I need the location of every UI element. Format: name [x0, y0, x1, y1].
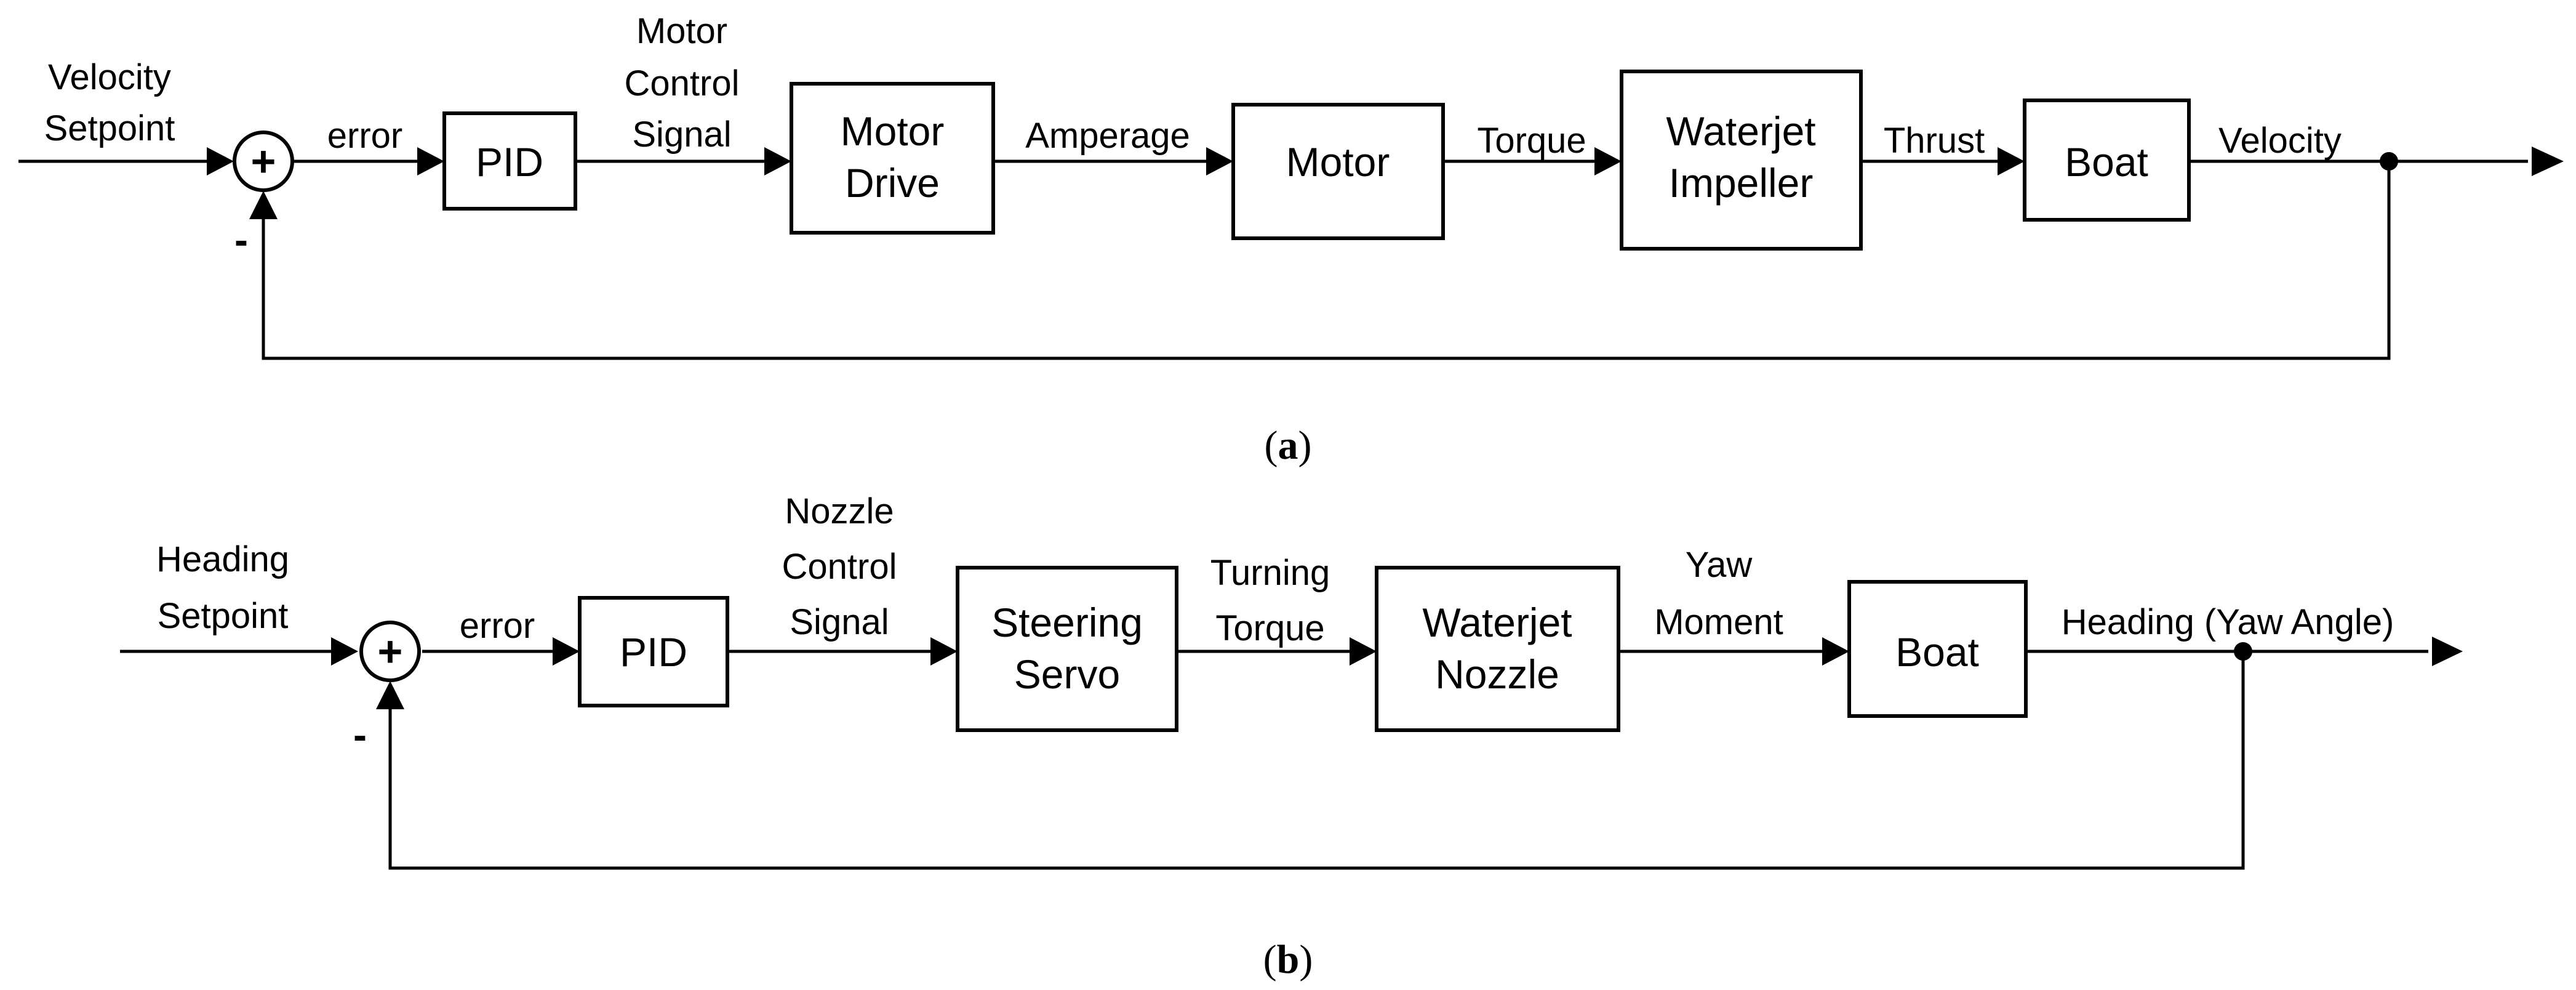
- arrow-a-control: [764, 147, 791, 175]
- caption-b: (b): [1263, 937, 1313, 982]
- block-a-pid-label: PID: [476, 139, 543, 185]
- arrow-a-thrust: [1998, 147, 2025, 175]
- signal-a-amperage: Amperage: [1025, 116, 1190, 156]
- block-a-waterjet-impeller-label-2: Impeller: [1669, 160, 1814, 206]
- block-a-pid: [442, 111, 577, 211]
- junction-b: [2234, 642, 2252, 661]
- arrow-a-error: [417, 147, 444, 175]
- signal-b-setpoint-2: Setpoint: [158, 596, 289, 636]
- wire-a-feedback: [262, 161, 2391, 360]
- arrow-b-control: [930, 637, 958, 666]
- block-a-motor-drive: [790, 82, 995, 235]
- signal-b-moment-2: Moment: [1654, 602, 1783, 642]
- signal-a-setpoint-2: Setpoint: [44, 108, 175, 148]
- arrow-b-setpoint: [331, 637, 358, 666]
- block-b-pid: [578, 596, 729, 707]
- sum-b-minus: -: [353, 712, 367, 757]
- signal-a-torque: Torque: [1477, 121, 1586, 161]
- block-b-steering-servo-label-1: Steering: [991, 600, 1143, 645]
- arrow-b-output: [2432, 637, 2463, 666]
- block-a-waterjet-impeller-label-1: Waterjet: [1666, 108, 1815, 154]
- block-a-motor: [1231, 103, 1445, 240]
- arrow-b-feedback: [376, 681, 404, 709]
- signal-b-torque-2: Torque: [1215, 608, 1324, 648]
- diagram-b: + - PID Steering Servo Waterjet Nozzle B…: [120, 491, 2463, 982]
- arrow-a-output: [2532, 147, 2564, 176]
- arrow-a-feedback: [249, 191, 278, 219]
- signal-a-thrust: Thrust: [1884, 121, 1985, 161]
- wire-b-feedback: [388, 651, 2245, 870]
- sum-a-minus: -: [234, 217, 248, 262]
- block-b-steering-servo: [956, 566, 1178, 732]
- block-b-steering-servo-label-2: Servo: [1014, 651, 1120, 697]
- caption-a-letter: a: [1278, 423, 1298, 468]
- diagram-a: + - PID Motor Drive Motor Waterjet Impel…: [18, 11, 2564, 468]
- signal-b-control-2: Control: [782, 547, 897, 587]
- arrow-b-error: [553, 637, 580, 666]
- signal-a-control-1: Motor: [636, 11, 727, 51]
- signal-a-output: Velocity: [2218, 121, 2342, 161]
- block-a-boat-label: Boat: [2065, 139, 2148, 185]
- signal-b-setpoint-1: Heading: [156, 539, 289, 579]
- arrow-a-amperage: [1206, 147, 1233, 175]
- sum-junction-a: [233, 131, 294, 192]
- signal-b-control-3: Signal: [790, 602, 889, 642]
- sum-a-plus: +: [251, 137, 276, 185]
- caption-a: (a): [1265, 423, 1312, 468]
- block-a-waterjet-impeller: [1620, 70, 1863, 251]
- block-a-motor-drive-label-1: Motor: [841, 108, 945, 154]
- signal-b-moment-1: Yaw: [1686, 545, 1753, 585]
- block-b-pid-label: PID: [620, 629, 687, 675]
- arrow-a-setpoint: [207, 147, 234, 175]
- signal-b-control-1: Nozzle: [785, 491, 894, 531]
- block-b-waterjet-nozzle-label-1: Waterjet: [1422, 600, 1572, 645]
- signal-b-error: error: [460, 606, 535, 646]
- block-a-boat: [2023, 99, 2191, 222]
- block-a-motor-drive-label-2: Drive: [845, 160, 940, 206]
- block-b-boat: [1847, 580, 2028, 718]
- signal-b-output: Heading (Yaw Angle): [2062, 602, 2394, 642]
- signal-a-setpoint-1: Velocity: [48, 57, 171, 97]
- signal-b-torque-1: Turning: [1210, 553, 1330, 593]
- arrow-b-moment: [1822, 637, 1849, 666]
- sum-junction-b: [359, 621, 421, 682]
- sum-b-plus: +: [378, 627, 403, 675]
- signal-a-control-3: Signal: [632, 115, 731, 155]
- junction-a: [2380, 152, 2398, 171]
- caption-b-letter: b: [1277, 937, 1300, 982]
- signal-a-error: error: [327, 116, 402, 156]
- arrow-b-torque: [1350, 637, 1377, 666]
- block-b-boat-label: Boat: [1895, 629, 1979, 675]
- block-b-waterjet-nozzle-label-2: Nozzle: [1435, 651, 1559, 697]
- arrow-a-torque: [1594, 147, 1622, 175]
- block-a-motor-label: Motor: [1286, 139, 1390, 185]
- signal-a-control-2: Control: [625, 63, 740, 103]
- block-b-waterjet-nozzle: [1375, 566, 1620, 732]
